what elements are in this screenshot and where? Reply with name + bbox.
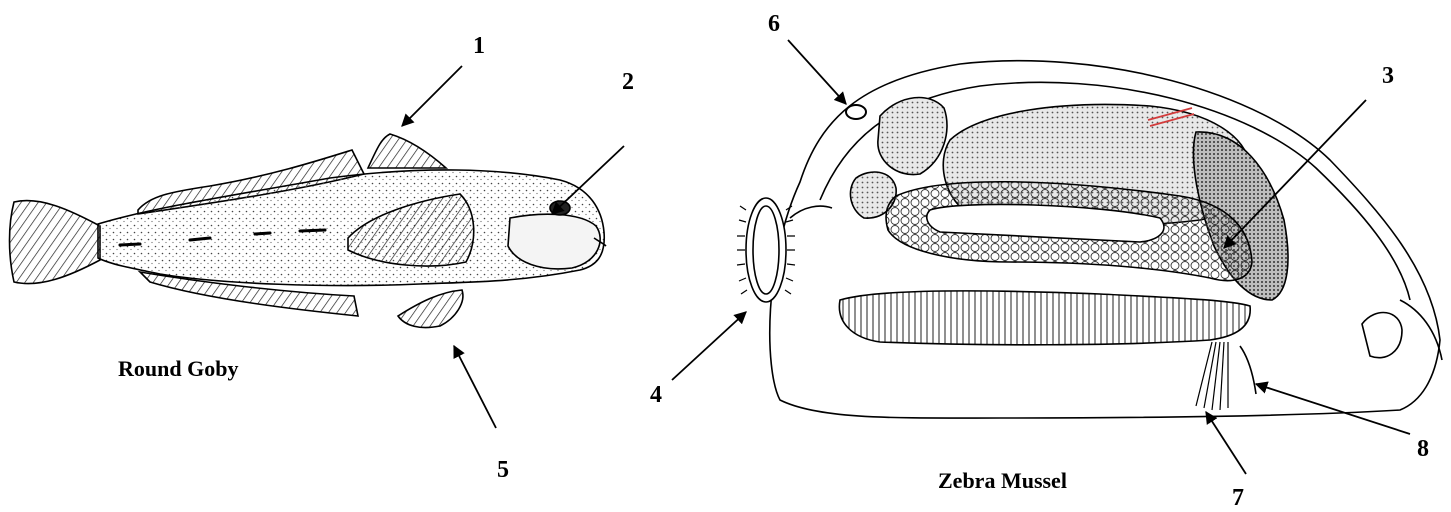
goby-pelvic-fin [398,290,463,328]
arrow-1 [402,66,462,126]
arrow-6 [788,40,846,104]
callout-8: 8 [1417,437,1429,461]
goby-first-dorsal-fin [368,134,446,168]
callout-2: 2 [622,70,634,94]
arrow-4 [672,312,746,380]
callout-7: 7 [1232,486,1244,510]
zebra-mussel-drawing [737,61,1442,418]
callout-1: 1 [473,34,485,58]
zebra-mussel-caption: Zebra Mussel [938,470,1067,492]
arrow-5 [454,346,496,428]
round-goby-drawing [10,134,607,328]
callout-6: 6 [768,12,780,36]
arrow-7 [1206,412,1246,474]
goby-tail-fin [10,201,101,284]
callout-4: 4 [650,383,662,407]
round-goby-caption: Round Goby [118,358,238,380]
mussel-exhalant-siphon [846,105,866,119]
callout-3: 3 [1382,64,1394,88]
goby-head [508,214,600,269]
callout-5: 5 [497,458,509,482]
mussel-gills [839,291,1250,345]
